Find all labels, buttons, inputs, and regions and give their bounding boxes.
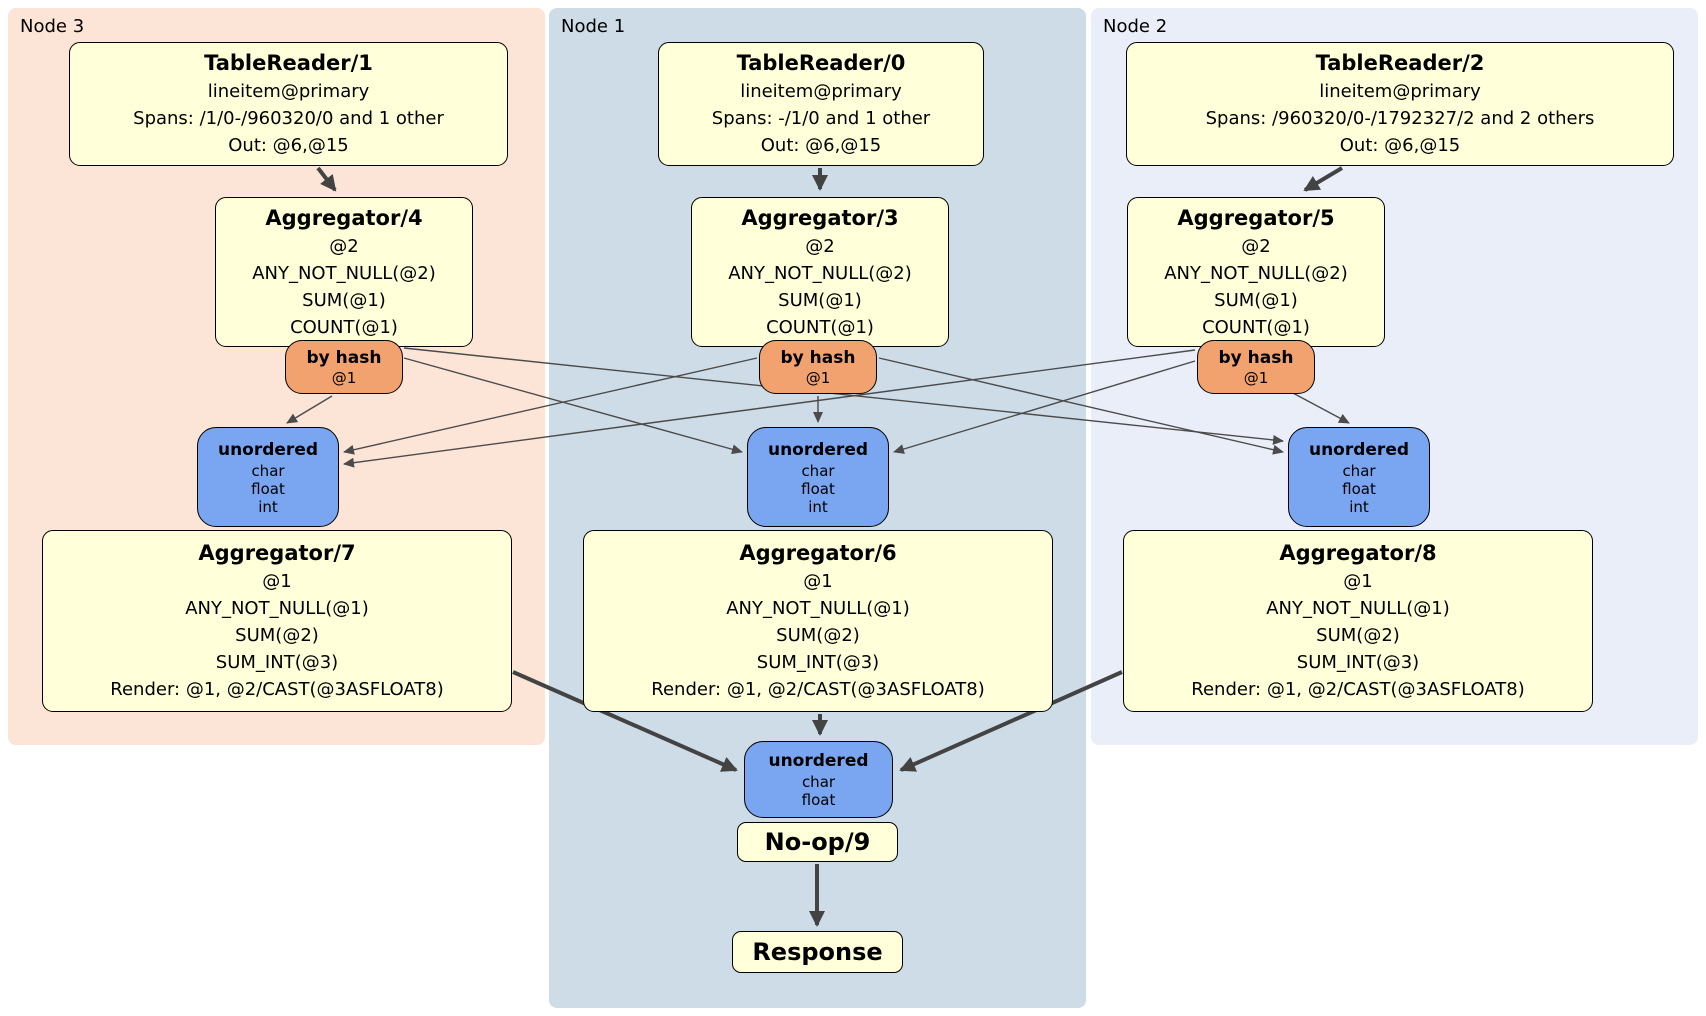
aggregator-7-render: Render: @1, @2/CAST(@3ASFLOAT8) [110, 679, 444, 700]
tablereader-1-spans: Spans: /1/0-/960320/0 and 1 other [133, 108, 444, 129]
aggregator-7-fn2: SUM(@2) [235, 625, 319, 646]
byhash-node1-col: @1 [805, 368, 831, 387]
aggregator-5-fn1: ANY_NOT_NULL(@2) [1164, 262, 1348, 284]
aggregator-6-fn1: ANY_NOT_NULL(@1) [726, 598, 910, 619]
aggregator-8-fn1: ANY_NOT_NULL(@1) [1266, 598, 1450, 619]
unordered-final-title: unordered [768, 751, 869, 771]
byhash-node3-title: by hash [306, 347, 382, 368]
aggregator-4-title: Aggregator/4 [265, 205, 423, 230]
unordered-sync-node3: unordered char float int [197, 427, 339, 527]
response-node: Response [732, 931, 903, 973]
byhash-router-node1: by hash @1 [759, 340, 877, 394]
aggregator-6-fn2: SUM(@2) [776, 625, 860, 646]
byhash-node3-col: @1 [331, 368, 357, 387]
tablereader-2-title: TableReader/2 [1315, 51, 1485, 75]
region-node1-label: Node 1 [561, 16, 626, 37]
response-title: Response [752, 938, 883, 966]
aggregator-6-fn3: SUM_INT(@3) [756, 652, 880, 673]
tablereader-2-index: lineitem@primary [1319, 81, 1481, 102]
aggregator-6-node: Aggregator/6 @1 ANY_NOT_NULL(@1) SUM(@2)… [583, 530, 1053, 712]
aggregator-3-group: @2 [805, 235, 835, 257]
aggregator-4-group: @2 [329, 235, 359, 257]
thin-edges [286, 347, 1350, 468]
aggregator-7-fn1: ANY_NOT_NULL(@1) [185, 598, 369, 619]
unordered-node2-title: unordered [1308, 439, 1410, 460]
tablereader-1-title: TableReader/1 [204, 51, 373, 75]
unordered-final-col2: float [801, 791, 836, 809]
aggregator-3-fn3: COUNT(@1) [766, 316, 874, 338]
aggregator-5-fn3: COUNT(@1) [1202, 316, 1310, 338]
tablereader-0-out: Out: @6,@15 [760, 135, 882, 156]
byhash-node2-title: by hash [1218, 347, 1294, 368]
aggregator-3-fn1: ANY_NOT_NULL(@2) [728, 262, 912, 284]
tablereader-2-spans: Spans: /960320/0-/1792327/2 and 2 others [1205, 108, 1595, 129]
aggregator-5-title: Aggregator/5 [1177, 205, 1335, 230]
aggregator-7-fn3: SUM_INT(@3) [215, 652, 339, 673]
unordered-node1-col1: char [801, 461, 835, 480]
aggregator-4-fn1: ANY_NOT_NULL(@2) [252, 262, 436, 284]
aggregator-5-group: @2 [1241, 235, 1271, 257]
region-node2-label: Node 2 [1103, 16, 1168, 37]
unordered-node1-title: unordered [767, 439, 869, 460]
unordered-node2-col3: int [1349, 497, 1369, 516]
aggregator-5-node: Aggregator/5 @2 ANY_NOT_NULL(@2) SUM(@1)… [1127, 197, 1385, 347]
aggregator-6-title: Aggregator/6 [739, 541, 897, 565]
aggregator-5-fn2: SUM(@1) [1214, 289, 1298, 311]
unordered-node2-col1: char [1342, 461, 1376, 480]
unordered-node3-col2: float [251, 479, 285, 498]
aggregator-3-fn2: SUM(@1) [778, 289, 862, 311]
aggregator-3-node: Aggregator/3 @2 ANY_NOT_NULL(@2) SUM(@1)… [691, 197, 949, 347]
unordered-node3-col3: int [258, 497, 278, 516]
unordered-sync-node2: unordered char float int [1288, 427, 1430, 527]
tablereader-1-out: Out: @6,@15 [228, 135, 349, 156]
byhash-node2-col: @1 [1243, 368, 1269, 387]
aggregator-6-group: @1 [803, 571, 833, 592]
unordered-sync-final: unordered char float [744, 741, 893, 818]
byhash-router-node3: by hash @1 [285, 340, 403, 394]
noop-9-title: No-op/9 [764, 828, 871, 856]
tablereader-1-node: TableReader/1 lineitem@primary Spans: /1… [69, 42, 508, 166]
aggregator-8-fn3: SUM_INT(@3) [1296, 652, 1420, 673]
aggregator-8-node: Aggregator/8 @1 ANY_NOT_NULL(@1) SUM(@2)… [1123, 530, 1593, 712]
unordered-node1-col2: float [801, 479, 835, 498]
aggregator-7-group: @1 [262, 571, 292, 592]
tablereader-2-node: TableReader/2 lineitem@primary Spans: /9… [1126, 42, 1674, 166]
aggregator-8-group: @1 [1343, 571, 1373, 592]
tablereader-0-spans: Spans: -/1/0 and 1 other [711, 108, 931, 129]
tablereader-1-index: lineitem@primary [207, 81, 370, 102]
tablereader-0-node: TableReader/0 lineitem@primary Spans: -/… [658, 42, 984, 166]
aggregator-8-fn2: SUM(@2) [1316, 625, 1400, 646]
aggregator-6-render: Render: @1, @2/CAST(@3ASFLOAT8) [651, 679, 985, 700]
tablereader-0-title: TableReader/0 [736, 51, 906, 75]
unordered-node2-col2: float [1342, 479, 1376, 498]
aggregator-3-title: Aggregator/3 [741, 205, 899, 230]
unordered-final-col1: char [801, 773, 836, 791]
aggregator-4-fn2: SUM(@1) [302, 289, 386, 311]
unordered-node1-col3: int [808, 497, 828, 516]
aggregator-8-title: Aggregator/8 [1279, 541, 1437, 565]
aggregator-4-fn3: COUNT(@1) [290, 316, 398, 338]
thick-edges [316, 166, 1344, 927]
tablereader-2-out: Out: @6,@15 [1339, 135, 1461, 156]
aggregator-8-render: Render: @1, @2/CAST(@3ASFLOAT8) [1191, 679, 1525, 700]
tablereader-0-index: lineitem@primary [740, 81, 902, 102]
byhash-router-node2: by hash @1 [1197, 340, 1315, 394]
unordered-sync-node1: unordered char float int [747, 427, 889, 527]
aggregator-7-node: Aggregator/7 @1 ANY_NOT_NULL(@1) SUM(@2)… [42, 530, 512, 712]
noop-9-node: No-op/9 [737, 822, 898, 862]
unordered-node3-col1: char [251, 461, 285, 480]
aggregator-7-title: Aggregator/7 [198, 541, 356, 565]
region-node3-label: Node 3 [20, 16, 85, 37]
unordered-node3-title: unordered [217, 439, 319, 460]
byhash-node1-title: by hash [780, 347, 856, 368]
aggregator-4-node: Aggregator/4 @2 ANY_NOT_NULL(@2) SUM(@1)… [215, 197, 473, 347]
